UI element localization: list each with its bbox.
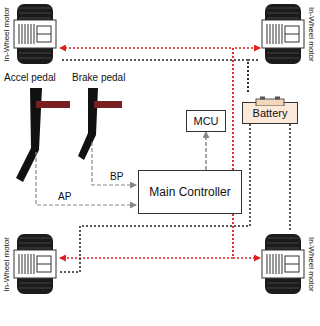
in-wheel-motor: In-Wheel motor: [2, 2, 60, 66]
control-signal-line: [60, 214, 233, 258]
main-controller-box: Main Controller: [138, 170, 242, 214]
in-wheel-motor: In-Wheel motor: [260, 2, 318, 66]
ap-signal-line: [36, 152, 136, 205]
signal-name: AP: [58, 191, 71, 203]
signal-name: BP: [110, 171, 123, 183]
box-label: MCU: [193, 115, 218, 127]
control-signal-line: [233, 214, 260, 258]
power-line: [60, 60, 248, 92]
brake-pedal-pad: [94, 101, 122, 108]
brake-pedal-arm: [78, 88, 98, 160]
control-signal-line: [60, 48, 233, 170]
wheel-motor-symbol: [260, 232, 306, 296]
battery: Battery: [242, 92, 298, 124]
motor-label: In-Wheel motor: [2, 7, 12, 62]
battery-label: Battery: [253, 107, 288, 119]
bp-signal-line: [92, 142, 136, 185]
mcu-box: MCU: [186, 110, 226, 132]
power-line: [248, 60, 260, 92]
accel-pedal-pad: [36, 101, 70, 108]
box-label: Main Controller: [149, 185, 230, 199]
power-line: [60, 124, 250, 272]
wheel-motor-symbol: [12, 232, 58, 296]
power-line: [289, 124, 291, 232]
pedal-label: Brake pedal: [72, 72, 125, 84]
motor-label: In-Wheel motor: [306, 7, 316, 62]
motor-label: In-Wheel motor: [2, 237, 12, 292]
wheel-motor-symbol: [260, 2, 306, 66]
in-wheel-motor: In-Wheel motor: [260, 232, 318, 296]
motor-label: In-Wheel motor: [306, 237, 316, 292]
in-wheel-motor: In-Wheel motor: [2, 232, 60, 296]
command-line: [205, 132, 207, 170]
wheel-motor-symbol: [12, 2, 58, 66]
battery-icon: [242, 96, 298, 106]
pedal-label: Accel pedal: [4, 72, 56, 84]
